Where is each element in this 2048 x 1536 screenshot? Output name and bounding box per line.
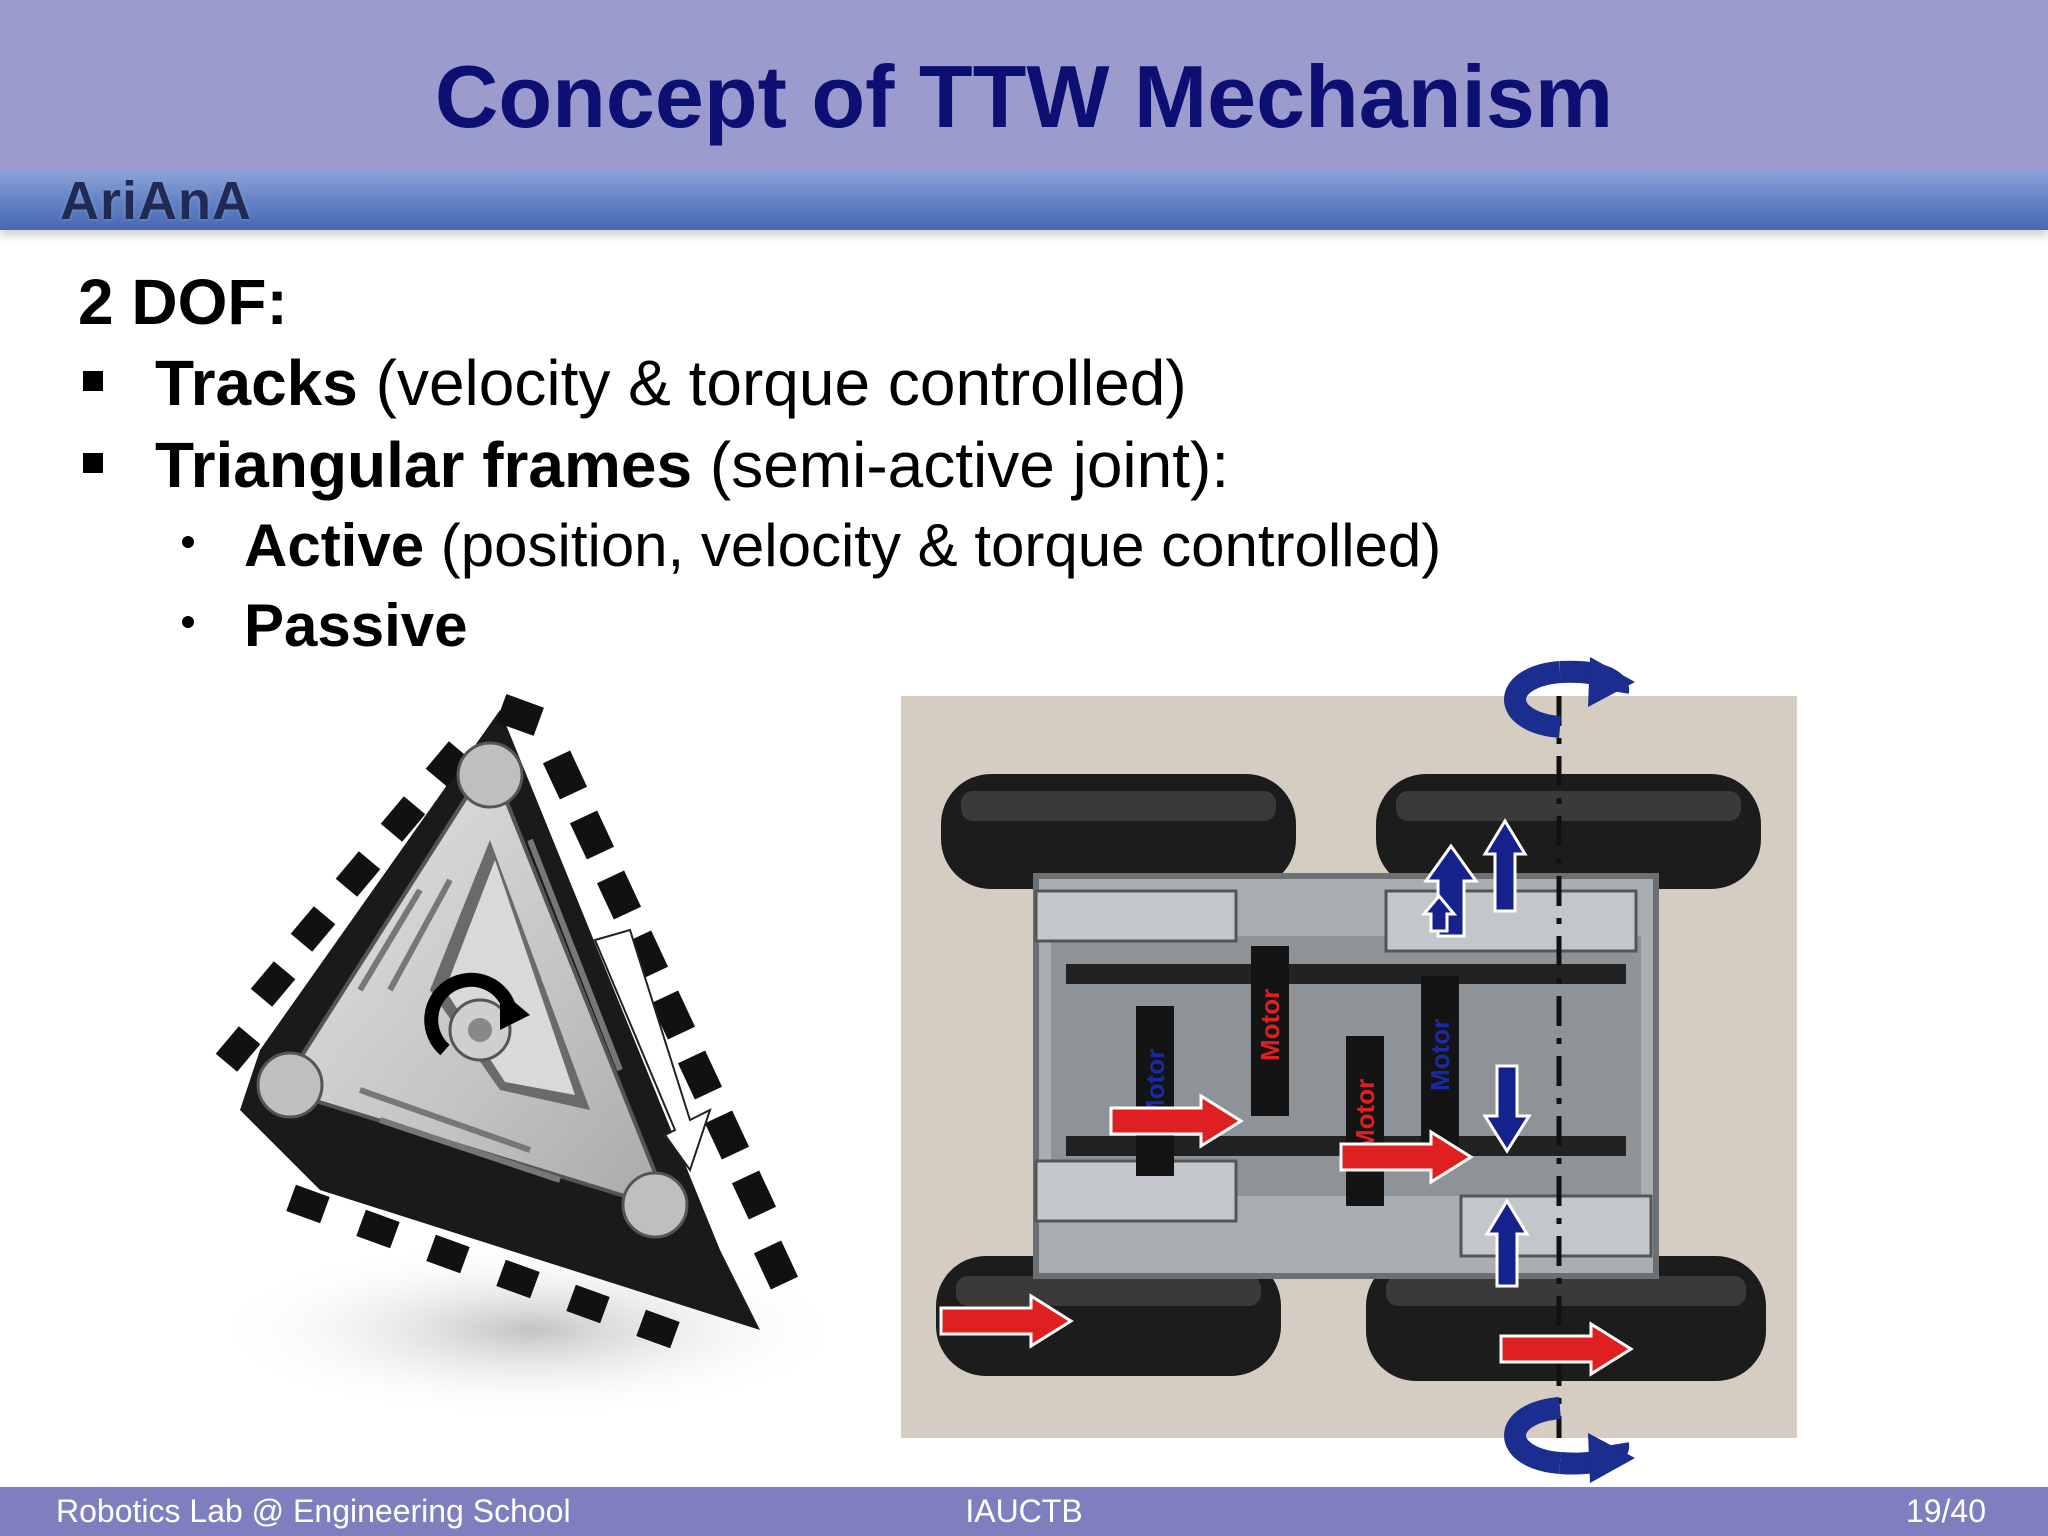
red-arrow-icon	[939, 1293, 1074, 1349]
bullet-text: Triangular frames (semi-active joint):	[155, 424, 1229, 506]
ariana-logo: AriAnA	[60, 171, 252, 231]
square-bullet-icon	[83, 371, 103, 391]
blue-arrow-up-icon	[1420, 893, 1458, 933]
sub-bullet-text: Passive	[244, 586, 468, 666]
dot-bullet-icon	[182, 616, 194, 628]
blue-arrow-down-icon	[1482, 1064, 1532, 1154]
blue-arrow-up-icon	[1482, 818, 1528, 913]
triangular-frame-cad-image	[200, 690, 880, 1450]
red-arrow-icon	[1109, 1093, 1244, 1149]
square-bullet-icon	[83, 453, 103, 473]
sub-bullet-passive: Passive	[182, 586, 1978, 666]
sub-bullet-text: Active (position, velocity & torque cont…	[244, 506, 1441, 586]
sub-bullet-bold: Passive	[244, 592, 468, 659]
robot-photo-drawing: Motor Motor Motor Motor	[901, 696, 1797, 1438]
bullet-text: Tracks (velocity & torque controlled)	[155, 342, 1187, 424]
logo-text: AriAnA	[60, 171, 252, 231]
dot-bullet-icon	[182, 536, 194, 548]
motor-label: Motor	[1350, 1079, 1380, 1151]
slide-content: 2 DOF: Tracks (velocity & torque control…	[78, 262, 1978, 666]
red-arrow-icon	[1499, 1321, 1634, 1377]
slide-footer: Robotics Lab @ Engineering School IAUCTB…	[0, 1487, 2048, 1536]
blue-arrow-up-icon	[1484, 1198, 1530, 1288]
rotation-arrow-bottom-icon	[1504, 1397, 1635, 1483]
triangular-frame-drawing	[210, 694, 850, 1420]
sub-bullet-active: Active (position, velocity & torque cont…	[182, 506, 1978, 586]
bullet-bold: Triangular frames	[155, 429, 693, 501]
sub-bullet-bold: Active	[244, 512, 425, 579]
slide-number: 19/40	[1905, 1493, 1986, 1529]
rotation-arrow-top-icon	[1504, 657, 1635, 738]
bullet-rest: (velocity & torque controlled)	[357, 347, 1187, 419]
bullet-bold: Tracks	[155, 347, 358, 419]
dof-heading: 2 DOF:	[78, 266, 288, 338]
bullet-triangular-frames: Triangular frames (semi-active joint):	[78, 424, 1978, 506]
sub-bullet-rest: (position, velocity & torque controlled)	[424, 512, 1442, 579]
slide-title: Concept of TTW Mechanism	[434, 47, 1614, 146]
footer-left-text: Robotics Lab @ Engineering School	[56, 1493, 571, 1529]
bullet-tracks: Tracks (velocity & torque controlled)	[78, 342, 1978, 424]
title-bar	[0, 0, 2048, 172]
footer-center-text: IAUCTB	[965, 1493, 1083, 1529]
motor-label: Motor	[1425, 1019, 1455, 1091]
motor-label: Motor	[1255, 989, 1285, 1061]
robot-top-view-photo: Motor Motor Motor Motor	[901, 696, 1797, 1438]
bullet-rest: (semi-active joint):	[692, 429, 1230, 501]
header-band	[0, 172, 2048, 230]
red-arrow-icon	[1339, 1129, 1474, 1185]
